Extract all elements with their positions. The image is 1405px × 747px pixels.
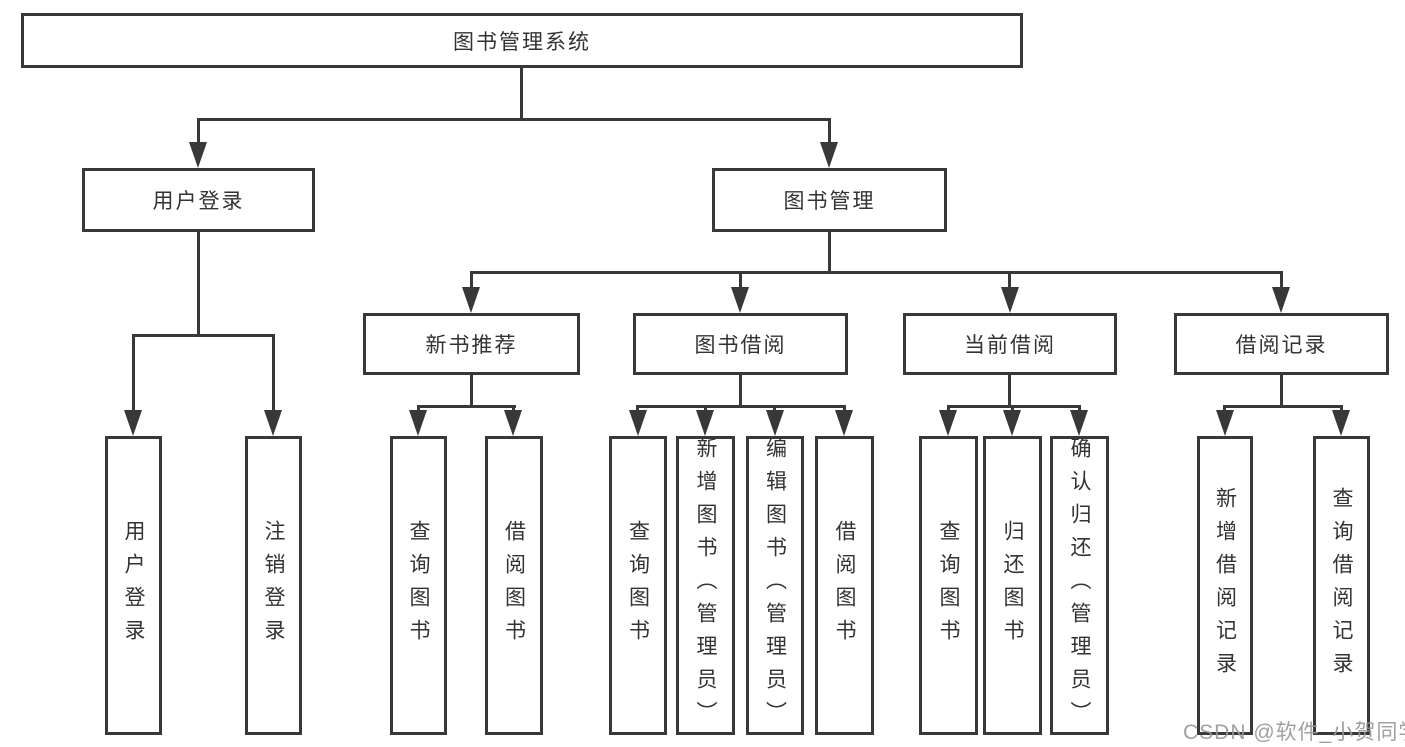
leaf-add-borrow-record: 新增借阅记录 [1197,436,1253,735]
leaf-query-borrow-record: 查询借阅记录 [1313,436,1370,735]
connector-drop [1008,271,1011,293]
arrowhead-down-icon [1216,410,1234,436]
leaf-label: 借阅图书 [833,519,856,652]
node-user-login: 用户登录 [82,168,315,232]
leaf-label: 查询借阅记录 [1330,486,1353,685]
arrowhead-down-icon [1272,287,1290,313]
connector-stem-borrowing [739,375,742,408]
connector-hline-level3 [470,271,1283,274]
leaf-label: 归还图书 [1001,519,1024,652]
connector-hline-borrowing [636,405,846,408]
arrowhead-down-icon [696,410,714,436]
node-label: 用户登录 [152,190,245,213]
connector-hline-user-login [132,334,275,337]
node-library-management-system: 图书管理系统 [21,13,1023,68]
node-label: 借阅记录 [1235,334,1328,357]
leaf-query-books-recommend: 查询图书 [390,436,447,735]
connector-drop [1280,271,1283,293]
connector-stem-book-management [828,232,831,274]
connector-drop [1078,405,1081,414]
leaf-label: 注销登录 [262,519,285,652]
leaf-label: 新增图书（管理员） [694,437,717,734]
connector-drop [1340,405,1343,414]
leaf-edit-book-admin: 编辑图书（管理员） [746,436,804,735]
arrowhead-down-icon [1003,410,1021,436]
leaf-label: 查询图书 [626,519,650,652]
arrowhead-down-icon [939,410,957,436]
connector-drop [272,334,275,414]
arrowhead-down-icon [1001,287,1019,313]
leaf-return-books: 归还图书 [983,436,1042,735]
connector-stem-current [1008,375,1011,408]
leaf-query-books-current: 查询图书 [919,436,978,735]
leaf-label: 查询图书 [407,519,430,652]
arrowhead-down-icon [820,142,838,168]
arrowhead-down-icon [629,410,647,436]
leaf-label: 查询图书 [937,519,960,652]
connector-stem-root [520,68,523,121]
leaf-label: 用户登录 [122,519,145,652]
leaf-logout: 注销登录 [245,436,302,735]
arrowhead-down-icon [1332,410,1350,436]
leaf-confirm-return-admin: 确认归还（管理员） [1050,436,1109,735]
node-new-book-recommendation: 新书推荐 [363,313,580,375]
connector-drop [739,271,742,293]
arrowhead-down-icon [189,142,207,168]
connector-stem-recommend [470,375,473,408]
arrowhead-down-icon [1070,410,1088,436]
node-book-management: 图书管理 [712,168,947,232]
node-label: 图书管理 [783,190,876,213]
connector-drop [947,405,950,414]
leaf-label: 借阅图书 [502,519,526,652]
leaf-user-login: 用户登录 [105,436,162,735]
connector-drop [704,405,707,414]
leaf-query-books-borrowing: 查询图书 [609,436,667,735]
arrowhead-down-icon [124,410,142,436]
node-label: 新书推荐 [425,334,518,357]
connector-drop [843,405,846,414]
leaf-borrow-books-recommend: 借阅图书 [485,436,543,735]
arrowhead-down-icon [766,410,784,436]
connector-hline-current [947,405,1081,408]
connector-drop [512,405,515,414]
csdn-watermark: CSDN @软件_小贺同学 [1183,721,1405,744]
arrowhead-down-icon [835,410,853,436]
connector-drop [1223,405,1226,414]
connector-drop [417,405,420,414]
arrowhead-down-icon [731,287,749,313]
arrowhead-down-icon [504,410,522,436]
leaf-add-book-admin: 新增图书（管理员） [676,436,735,735]
connector-hline-recommend [417,405,516,408]
node-borrowing-records: 借阅记录 [1174,313,1389,375]
arrowhead-down-icon [264,410,282,436]
connector-drop [1011,405,1014,414]
connector-stem-user-login [197,232,200,337]
leaf-label: 新增借阅记录 [1213,486,1237,685]
connector-drop [132,334,135,414]
node-label: 当前借阅 [964,334,1056,357]
connector-drop [636,405,639,414]
leaf-borrow-books-borrowing: 借阅图书 [815,436,874,735]
leaf-label: 编辑图书（管理员） [763,437,787,734]
connector-drop [773,405,776,414]
arrowhead-down-icon [409,410,427,436]
node-label: 图书管理系统 [453,30,591,54]
node-current-borrowing: 当前借阅 [903,313,1117,375]
node-book-borrowing: 图书借阅 [633,313,848,375]
connector-stem-records [1280,375,1283,408]
connector-drop [197,118,200,146]
connector-hline-records [1223,405,1343,408]
connector-drop [470,271,473,293]
node-label: 图书借阅 [694,334,787,357]
connector-drop [828,118,831,146]
leaf-label: 确认归还（管理员） [1068,437,1091,734]
arrowhead-down-icon [462,287,480,313]
connector-hline-level2 [197,118,831,121]
